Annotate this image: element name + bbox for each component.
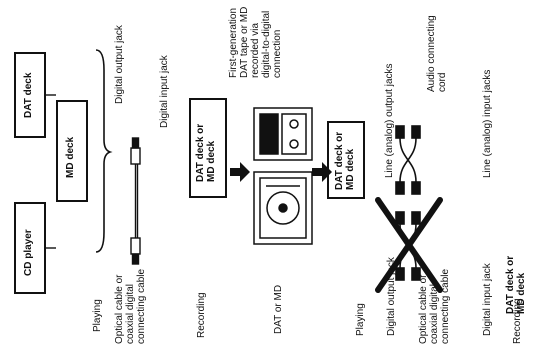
arrow-icon: [230, 162, 250, 182]
optical-cable-icon: [131, 138, 140, 264]
prohibited-x-icon: [378, 200, 440, 290]
arrow-icon-2: [312, 162, 332, 182]
grouping-brace-icon: [96, 50, 110, 252]
audio-cord-icon: [396, 126, 420, 194]
md-disc-icon: [254, 172, 312, 244]
dat-tape-icon: [254, 108, 312, 160]
